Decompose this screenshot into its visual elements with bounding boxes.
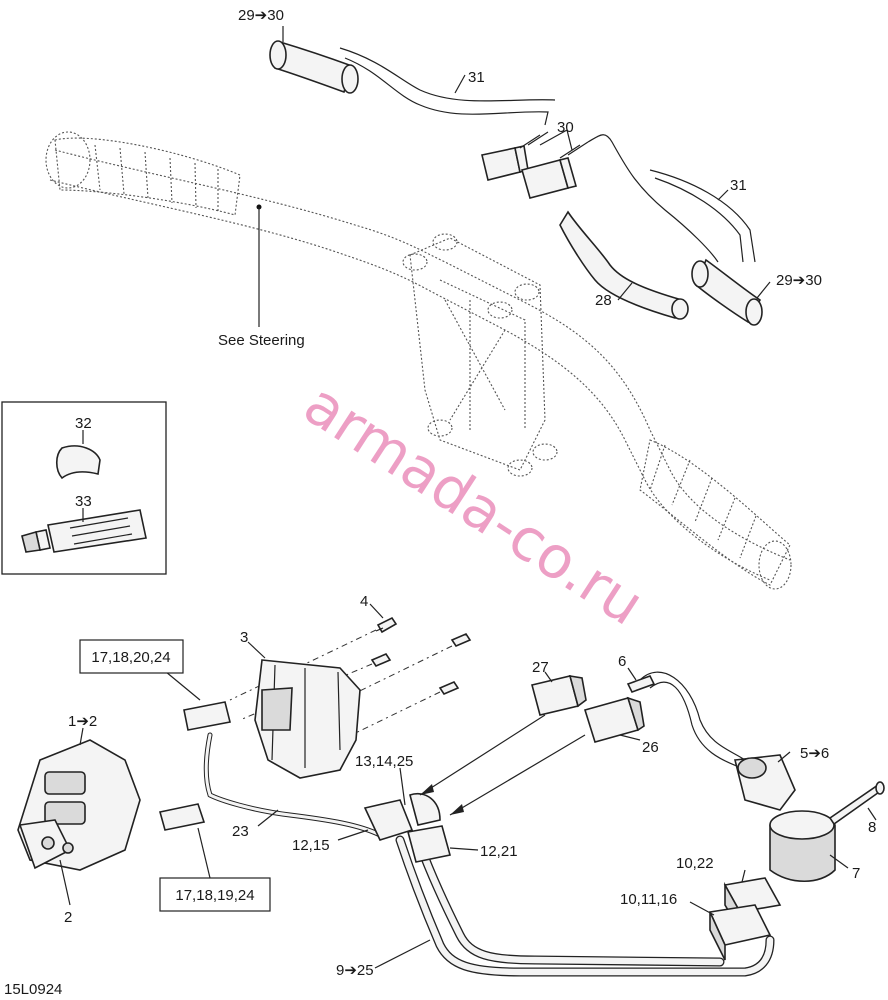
grip-tube-28 <box>559 210 689 320</box>
grip-heater-right <box>691 258 771 326</box>
housing-3 <box>247 641 361 779</box>
callout-30: 30 <box>557 119 574 136</box>
callout-12-21: 12,21 <box>480 843 518 860</box>
see-steering-note: See Steering <box>218 332 305 349</box>
callout-4: 4 <box>360 593 368 610</box>
callout-1-2: 1➔2 <box>68 713 97 730</box>
callout-29-30-right: 29➔30 <box>776 272 822 289</box>
callout-33: 33 <box>75 493 92 510</box>
callout-29-30-top: 29➔30 <box>238 7 284 24</box>
main-harness <box>337 767 775 977</box>
callout-32: 32 <box>75 415 92 432</box>
callout-28: 28 <box>595 292 612 309</box>
callout-31-top: 31 <box>468 69 485 86</box>
callout-23: 23 <box>232 823 249 840</box>
grip-heater-left <box>269 26 359 94</box>
callout-27: 27 <box>532 659 549 676</box>
callout-9-25: 9➔25 <box>336 962 374 979</box>
callout-6: 6 <box>618 653 626 670</box>
callout-8: 8 <box>868 819 876 836</box>
watermark: armada-co.ru <box>292 370 655 639</box>
heater-wire-left <box>339 47 556 126</box>
callout-10-22: 10,22 <box>676 855 714 872</box>
boxed-callout-lower: 17,18,19,24 <box>159 877 271 912</box>
relay-block <box>689 869 782 961</box>
connector-pair-top <box>481 129 719 263</box>
boxed-callout-upper-text: 17,18,20,24 <box>91 649 170 666</box>
callout-labels: 29➔30 31 30 31 29➔30 28 See Steering 32 … <box>4 7 876 998</box>
callout-13-14-25: 13,14,25 <box>355 753 413 770</box>
switch-5 <box>626 667 796 811</box>
callout-7: 7 <box>852 865 860 882</box>
handlebar-switch <box>17 727 141 906</box>
callout-3: 3 <box>240 629 248 646</box>
kit-box <box>1 401 167 575</box>
diagram-code: 15L0924 <box>4 981 62 998</box>
callout-2: 2 <box>64 909 72 926</box>
heater-wire-right <box>649 169 756 263</box>
callout-5-6: 5➔6 <box>800 745 829 762</box>
boxed-callout-upper: 17,18,20,24 <box>79 639 184 674</box>
connector-27 <box>419 671 587 796</box>
pin-8 <box>828 781 885 826</box>
handlebar-assembly <box>45 131 792 590</box>
harness-23 <box>159 666 383 879</box>
callout-26: 26 <box>642 739 659 756</box>
callout-12-15: 12,15 <box>292 837 330 854</box>
connector-26 <box>449 696 645 816</box>
cover-7 <box>769 810 849 882</box>
callout-31-right: 31 <box>730 177 747 194</box>
callout-10-11-16: 10,11,16 <box>620 891 677 908</box>
boxed-callout-lower-text: 17,18,19,24 <box>175 887 254 904</box>
